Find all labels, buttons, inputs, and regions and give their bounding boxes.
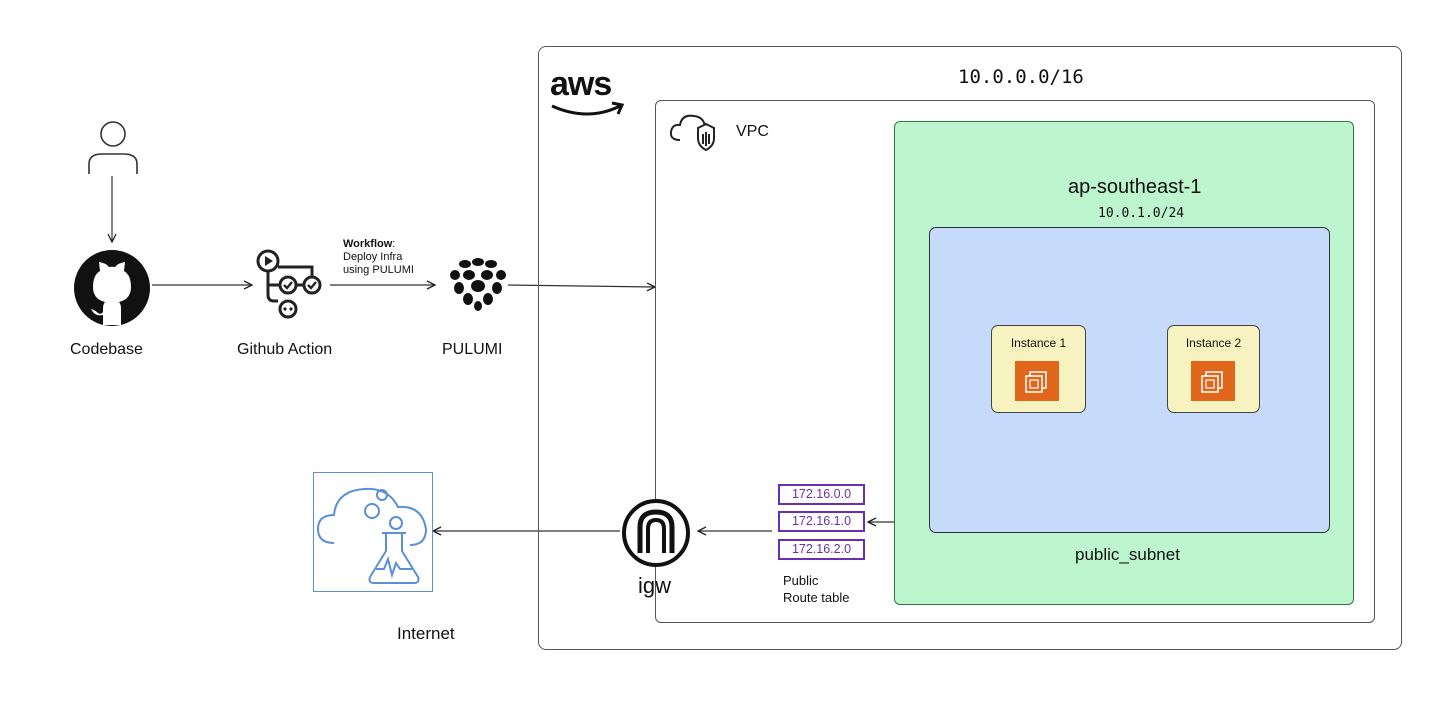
instance-label: Instance 2 [1185, 336, 1242, 350]
vpc-boundary [655, 100, 1375, 623]
internet-label: Internet [397, 624, 455, 643]
workflow-line3: using PULUMI [343, 264, 414, 276]
aws-logo-text: aws [550, 65, 612, 103]
public-subnet-label: public_subnet [1075, 545, 1180, 564]
route-table-label-line1: Public [783, 573, 819, 588]
instance-2[interactable]: Instance 2 [1167, 325, 1260, 413]
aws-smile-icon [551, 101, 625, 116]
route-table[interactable]: 172.16.0.0 172.16.1.0 172.16.2.0 [778, 484, 866, 562]
route-entry: 172.16.2.0 [778, 539, 865, 560]
subnet-cidr-label: 10.0.1.0/24 [1098, 206, 1185, 221]
workflow-title: Workflow [343, 238, 393, 250]
github-actions-icon[interactable] [254, 247, 330, 323]
ec2-icon [1015, 361, 1059, 401]
route-entry: 172.16.1.0 [778, 511, 865, 532]
igw-icon[interactable] [621, 498, 691, 568]
igw-label: igw [638, 573, 672, 598]
github-action-label: Github Action [237, 341, 333, 358]
instance-1[interactable]: Instance 1 [991, 325, 1086, 413]
internet-node[interactable] [313, 472, 433, 592]
codebase-label: Codebase [70, 341, 143, 358]
route-entry: 172.16.0.0 [778, 484, 865, 505]
aws-cidr-label: 10.0.0.0/16 [958, 66, 1084, 88]
ec2-chip-icon [1025, 371, 1047, 393]
region-name-label: ap-southeast-1 [1068, 176, 1202, 198]
instance-label: Instance 1 [1010, 336, 1067, 350]
workflow-annotation: Workflow: Deploy Infra using PULUMI [343, 238, 414, 277]
github-icon[interactable] [73, 249, 151, 327]
pulumi-label: PULUMI [442, 341, 503, 358]
arrow-pulumi-to-vpc [507, 285, 655, 287]
public-subnet [929, 227, 1330, 533]
aws-cloud-boundary [538, 46, 1402, 650]
workflow-line2: Deploy Infra [343, 251, 403, 263]
workflow-colon: : [392, 238, 396, 250]
vpc-label: VPC [736, 123, 769, 140]
cloud-lab-icon [316, 487, 428, 584]
ec2-icon [1191, 361, 1235, 401]
workflow-title-line: Workflow: [343, 238, 414, 251]
vpc-cloud-icon [669, 114, 715, 152]
user-icon [88, 121, 138, 174]
aws-logo: aws [550, 66, 630, 126]
route-table-label-line2: Route table [783, 590, 850, 605]
ec2-chip-icon [1201, 371, 1223, 393]
pulumi-icon[interactable] [447, 258, 509, 312]
